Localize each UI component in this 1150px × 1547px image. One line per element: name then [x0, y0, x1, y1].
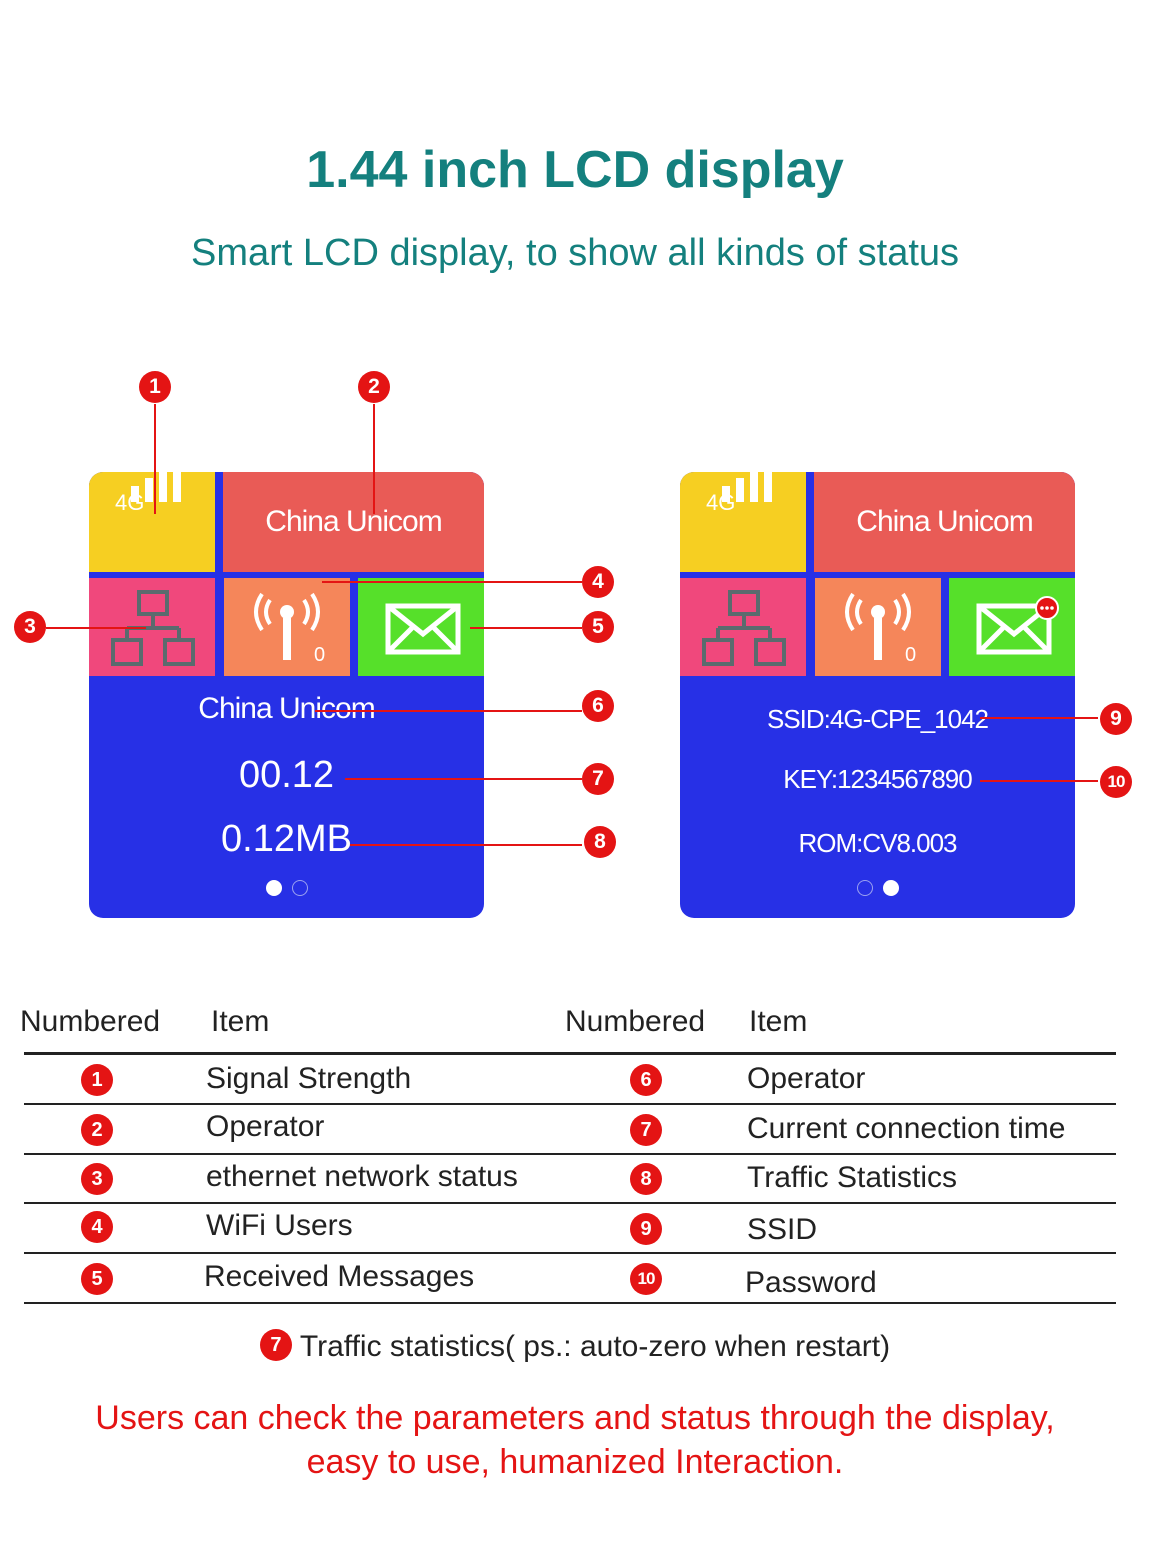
lcd-screen-info: 4G China Unicom	[680, 472, 1075, 918]
callout-line-8	[350, 844, 582, 846]
operator-tile: China Unicom	[223, 472, 484, 572]
message-tile	[358, 578, 484, 676]
callout-line-5	[470, 627, 582, 629]
callout-line-7	[345, 778, 582, 780]
callout-badge-10: 10	[1100, 766, 1132, 798]
row-number-badge: 10	[630, 1263, 662, 1295]
callout-line-10	[980, 780, 1098, 782]
row-number-badge: 1	[81, 1064, 113, 1096]
row-rule	[24, 1252, 1116, 1254]
ethernet-network-icon	[702, 590, 786, 666]
wifi-hotspot-icon	[845, 592, 911, 660]
table-header-numbered: Numbered	[20, 1005, 161, 1038]
callout-badge-8: 8	[584, 826, 616, 858]
wifi-hotspot-icon	[254, 592, 320, 660]
wifi-users-count: 0	[905, 644, 917, 666]
page-title: 1.44 inch LCD display	[306, 141, 844, 199]
row-item: Operator	[747, 1062, 866, 1095]
row-number-badge: 9	[630, 1213, 662, 1245]
row-number-badge: 2	[81, 1114, 113, 1146]
footer-line-2: easy to use, humanized Interaction.	[306, 1443, 844, 1481]
page-dot-active	[265, 880, 282, 896]
callout-line-4	[322, 581, 582, 583]
page-dot-active	[882, 880, 899, 896]
footnote-badge: 7	[259, 1329, 292, 1362]
table-header-item: Item	[749, 1005, 808, 1038]
row-number-badge: 6	[630, 1064, 662, 1096]
table-header-item: Item	[211, 1005, 270, 1038]
callout-line-6	[315, 710, 582, 712]
row-rule	[24, 1103, 1116, 1105]
row-rule	[24, 1153, 1116, 1155]
callout-badge-9: 9	[1100, 703, 1132, 735]
table-header-numbered: Numbered	[565, 1005, 706, 1038]
envelope-icon	[385, 603, 461, 655]
row-number-badge: 5	[81, 1263, 113, 1295]
row-number-badge: 8	[630, 1163, 662, 1195]
row-number-badge: 4	[81, 1211, 113, 1243]
operator-name: China Unicom	[198, 692, 375, 725]
traffic-statistics: 0.12MB	[221, 818, 352, 860]
row-rule	[24, 1202, 1116, 1204]
callout-badge-1: 1	[139, 371, 171, 403]
signal-tile: 4G	[680, 472, 806, 572]
ethernet-tile	[680, 578, 806, 676]
page-indicator	[680, 880, 1075, 896]
network-type-label: 4G	[706, 490, 736, 515]
row-number-badge: 3	[81, 1163, 113, 1195]
network-type-label: 4G	[115, 490, 145, 515]
row-item: Current connection time	[747, 1112, 1066, 1145]
lcd-screen-status: 4G China Unicom	[89, 472, 484, 918]
footer-tagline: Users can check the parameters and statu…	[0, 1396, 1150, 1484]
rom-text: ROM:CV8.003	[798, 828, 957, 858]
envelope-new-message-icon	[976, 596, 1059, 655]
row-number-badge: 7	[630, 1114, 662, 1146]
callout-badge-4: 4	[582, 566, 614, 598]
row-item: Password	[745, 1266, 877, 1299]
row-item: SSID	[747, 1213, 818, 1246]
callout-badge-7: 7	[582, 763, 614, 795]
table-header-rule	[24, 1052, 1116, 1055]
callout-badge-3: 3	[14, 611, 46, 643]
page-dot	[291, 880, 308, 896]
row-item: Received Messages	[204, 1260, 475, 1293]
wifi-tile: 0	[224, 578, 350, 676]
row-item: Signal Strength	[206, 1062, 412, 1095]
key-text: KEY:1234567890	[783, 764, 972, 794]
row-item: WiFi Users	[206, 1209, 353, 1242]
row-item: ethernet network status	[206, 1160, 518, 1193]
footnote-text: Traffic statistics( ps.: auto-zero when …	[299, 1330, 891, 1363]
page-indicator	[89, 880, 484, 896]
row-item: Traffic Statistics	[747, 1161, 958, 1194]
callout-line-1	[154, 404, 156, 514]
footer-line-1: Users can check the parameters and statu…	[95, 1399, 1055, 1437]
page-subtitle: Smart LCD display, to show all kinds of …	[190, 232, 960, 274]
wifi-users-count: 0	[314, 644, 326, 666]
connection-time: 00.12	[238, 754, 335, 796]
page-dot	[856, 880, 873, 896]
callout-line-2	[373, 404, 375, 514]
callout-line-3	[46, 627, 146, 629]
callout-badge-2: 2	[358, 371, 390, 403]
ssid-text: SSID:4G-CPE_1042	[766, 704, 989, 734]
row-rule	[24, 1302, 1116, 1304]
signal-tile: 4G	[89, 472, 215, 572]
callout-line-9	[980, 717, 1098, 719]
message-tile	[949, 578, 1075, 676]
ethernet-network-icon	[111, 590, 195, 666]
row-item: Operator	[206, 1110, 325, 1143]
callout-badge-6: 6	[582, 690, 614, 722]
callout-badge-5: 5	[582, 611, 614, 643]
operator-tile: China Unicom	[814, 472, 1075, 572]
wifi-tile: 0	[815, 578, 941, 676]
